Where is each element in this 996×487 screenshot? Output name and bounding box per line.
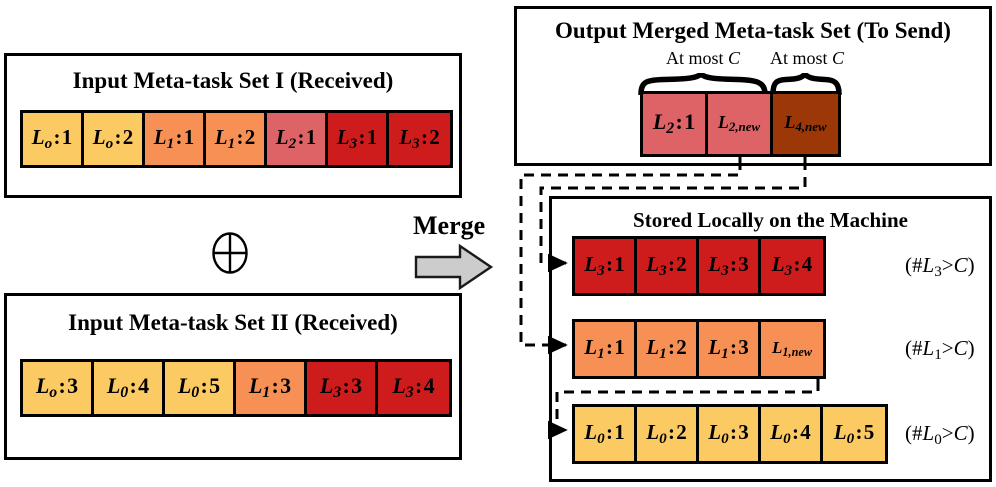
- note-l0-cmp: >: [941, 421, 954, 445]
- meta-task-tile: L0:5: [165, 362, 236, 414]
- meta-task-tile-label: L2,new: [717, 112, 761, 135]
- meta-task-tile: L3:2: [637, 239, 699, 293]
- meta-task-tile-label: L3:4: [771, 251, 813, 279]
- meta-task-tile-label: L0:2: [646, 419, 687, 447]
- meta-task-tile-label: L1:2: [646, 334, 687, 362]
- note-l1-cmp: >: [941, 336, 954, 360]
- meta-task-tile-label: L1:1: [584, 334, 625, 362]
- note-l0-label: L: [922, 421, 935, 445]
- meta-task-tile-label: L3:4: [392, 373, 435, 402]
- meta-task-tile: L1:1: [145, 113, 206, 165]
- meta-task-tile: L0:2: [637, 407, 699, 461]
- input-set-2-row: Lo:3 L0:4 L0:5 L1:3 L3:3 L3:4: [20, 359, 452, 417]
- brace-right-icon: [770, 69, 842, 97]
- meta-task-tile-label: L1:2: [214, 124, 256, 152]
- meta-task-tile-label: L3:3: [708, 251, 749, 279]
- stored-row-l1: L1:1 L1:2 L1:3 L1,new: [572, 319, 826, 379]
- meta-task-tile: L1:3: [236, 362, 307, 414]
- meta-task-tile: L0:5: [823, 407, 885, 461]
- stored-locally-title: Stored Locally on the Machine: [633, 208, 908, 232]
- meta-task-tile: L0:1: [575, 407, 637, 461]
- input-set-2-title: Input Meta-task Set II (Received): [68, 310, 398, 335]
- meta-task-tile-label: Lo:3: [35, 373, 79, 402]
- oplus-icon: [210, 231, 250, 275]
- meta-task-tile: L4,new: [773, 94, 838, 154]
- note-l0-sub: 0: [934, 431, 942, 448]
- meta-task-tile-label: L0:4: [106, 373, 150, 402]
- meta-task-tile: L1:3: [699, 322, 761, 376]
- meta-task-tile-label: L0:3: [708, 419, 749, 447]
- meta-task-tile-label: L1:3: [708, 334, 749, 362]
- note-l1-sub: 1: [934, 346, 942, 363]
- meta-task-tile: Lo:2: [84, 113, 145, 165]
- stored-row-l3: L3:1 L3:2 L3:3 L3:4: [572, 236, 826, 296]
- note-l1-c: C: [953, 336, 968, 360]
- meta-task-tile-label: L3:2: [646, 251, 687, 279]
- brace-caption-right: At most C: [770, 48, 845, 69]
- meta-task-tile: L3:4: [761, 239, 823, 293]
- meta-task-tile: L3:4: [378, 362, 449, 414]
- meta-task-tile-label: L4,new: [784, 112, 827, 135]
- meta-task-tile: L0:4: [761, 407, 823, 461]
- meta-task-tile-label: L1:1: [153, 124, 195, 152]
- note-l3-c: C: [953, 253, 968, 277]
- meta-task-tile-label: L0:1: [584, 419, 625, 447]
- meta-task-tile: L2,new: [708, 94, 773, 154]
- meta-task-tile: Lo:1: [23, 113, 84, 165]
- meta-task-tile-label: Lo:2: [92, 124, 134, 152]
- note-l1-label: L: [922, 336, 935, 360]
- meta-task-tile-label: L0:4: [770, 419, 811, 447]
- brace-caption-left: At most C: [638, 48, 768, 69]
- meta-task-tile: L3:2: [389, 113, 450, 165]
- note-l0-c: C: [953, 421, 968, 445]
- meta-task-tile-label: L3:3: [319, 373, 363, 402]
- merge-label: Merge: [413, 211, 486, 240]
- meta-task-tile-label: L1:3: [248, 373, 292, 402]
- input-set-1-row: Lo:1 Lo:2 L1:1 L1:2 L2:1 L3:1 L3:2: [20, 110, 453, 168]
- stored-note-l1: (#L1>C): [905, 336, 975, 363]
- meta-task-tile: L3:3: [307, 362, 378, 414]
- note-l3-label: L: [922, 253, 935, 277]
- brace-left-icon: [638, 70, 768, 97]
- meta-task-tile: L1:1: [575, 322, 637, 376]
- meta-task-tile: L3:3: [699, 239, 761, 293]
- brace-caption-left-text: At most C: [665, 48, 741, 68]
- meta-task-tile: Lo:3: [23, 362, 94, 414]
- merge-arrow-icon: [414, 243, 494, 291]
- meta-task-tile: L1:2: [637, 322, 699, 376]
- meta-task-tile: L0:4: [94, 362, 165, 414]
- stored-row-l0: L0:1 L0:2 L0:3 L0:4 L0:5: [572, 404, 888, 464]
- meta-task-tile-label: L2:1: [652, 109, 696, 138]
- output-merged-row: L2:1 L2,new L4,new: [640, 91, 841, 157]
- stored-note-l0: (#L0>C): [905, 421, 975, 448]
- meta-task-tile-label: L1,new: [772, 338, 812, 360]
- output-merged-title: Output Merged Meta-task Set (To Send): [555, 18, 951, 43]
- meta-task-tile-label: L0:5: [833, 419, 875, 447]
- brace-caption-right-text: At most C: [770, 48, 845, 68]
- meta-task-tile-label: L3:2: [399, 124, 440, 152]
- meta-task-tile: L1:2: [206, 113, 267, 165]
- note-l3-cmp: >: [941, 253, 954, 277]
- meta-task-tile: L3:1: [328, 113, 389, 165]
- meta-task-tile-label: L0:5: [177, 373, 221, 402]
- meta-task-tile-label: L3:1: [584, 251, 625, 279]
- meta-task-tile: L3:1: [575, 239, 637, 293]
- meta-task-tile: L2:1: [267, 113, 328, 165]
- meta-task-tile-label: L3:1: [336, 124, 378, 152]
- meta-task-tile: L0:3: [699, 407, 761, 461]
- meta-task-tile: L1,new: [761, 322, 823, 376]
- note-l3-sub: 3: [934, 263, 942, 280]
- meta-task-tile-label: Lo:1: [31, 124, 73, 152]
- stored-note-l3: (#L3>C): [905, 253, 975, 280]
- input-set-1-title: Input Meta-task Set I (Received): [72, 68, 394, 93]
- meta-task-tile-label: L2:1: [275, 124, 317, 152]
- meta-task-tile: L2:1: [643, 94, 708, 154]
